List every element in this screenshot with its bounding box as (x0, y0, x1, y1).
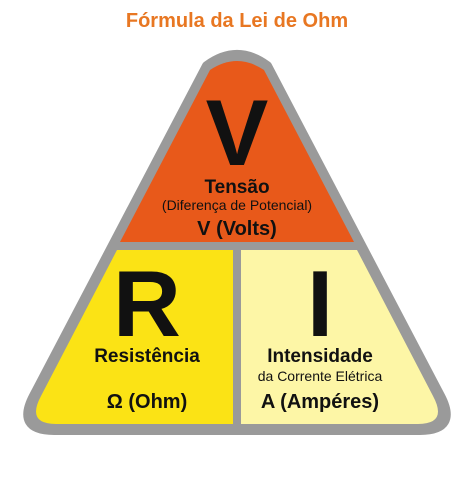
voltage-name: Tensão (204, 177, 269, 198)
resistance-letter: R (113, 251, 181, 356)
resistance-section (36, 250, 233, 424)
voltage-unit: V (Volts) (197, 218, 277, 240)
current-subtitle: da Corrente Elétrica (258, 368, 383, 384)
voltage-letter: V (206, 80, 269, 185)
current-section (241, 250, 438, 424)
voltage-section (120, 61, 354, 242)
current-letter: I (307, 251, 333, 356)
resistance-unit: Ω (Ohm) (107, 391, 187, 413)
resistance-name: Resistência (94, 346, 200, 367)
page-title: Fórmula da Lei de Ohm (125, 10, 349, 32)
current-name: Intensidade (267, 346, 373, 367)
current-unit: A (Ampéres) (261, 391, 379, 413)
voltage-subtitle: (Diferença de Potencial) (162, 197, 312, 213)
